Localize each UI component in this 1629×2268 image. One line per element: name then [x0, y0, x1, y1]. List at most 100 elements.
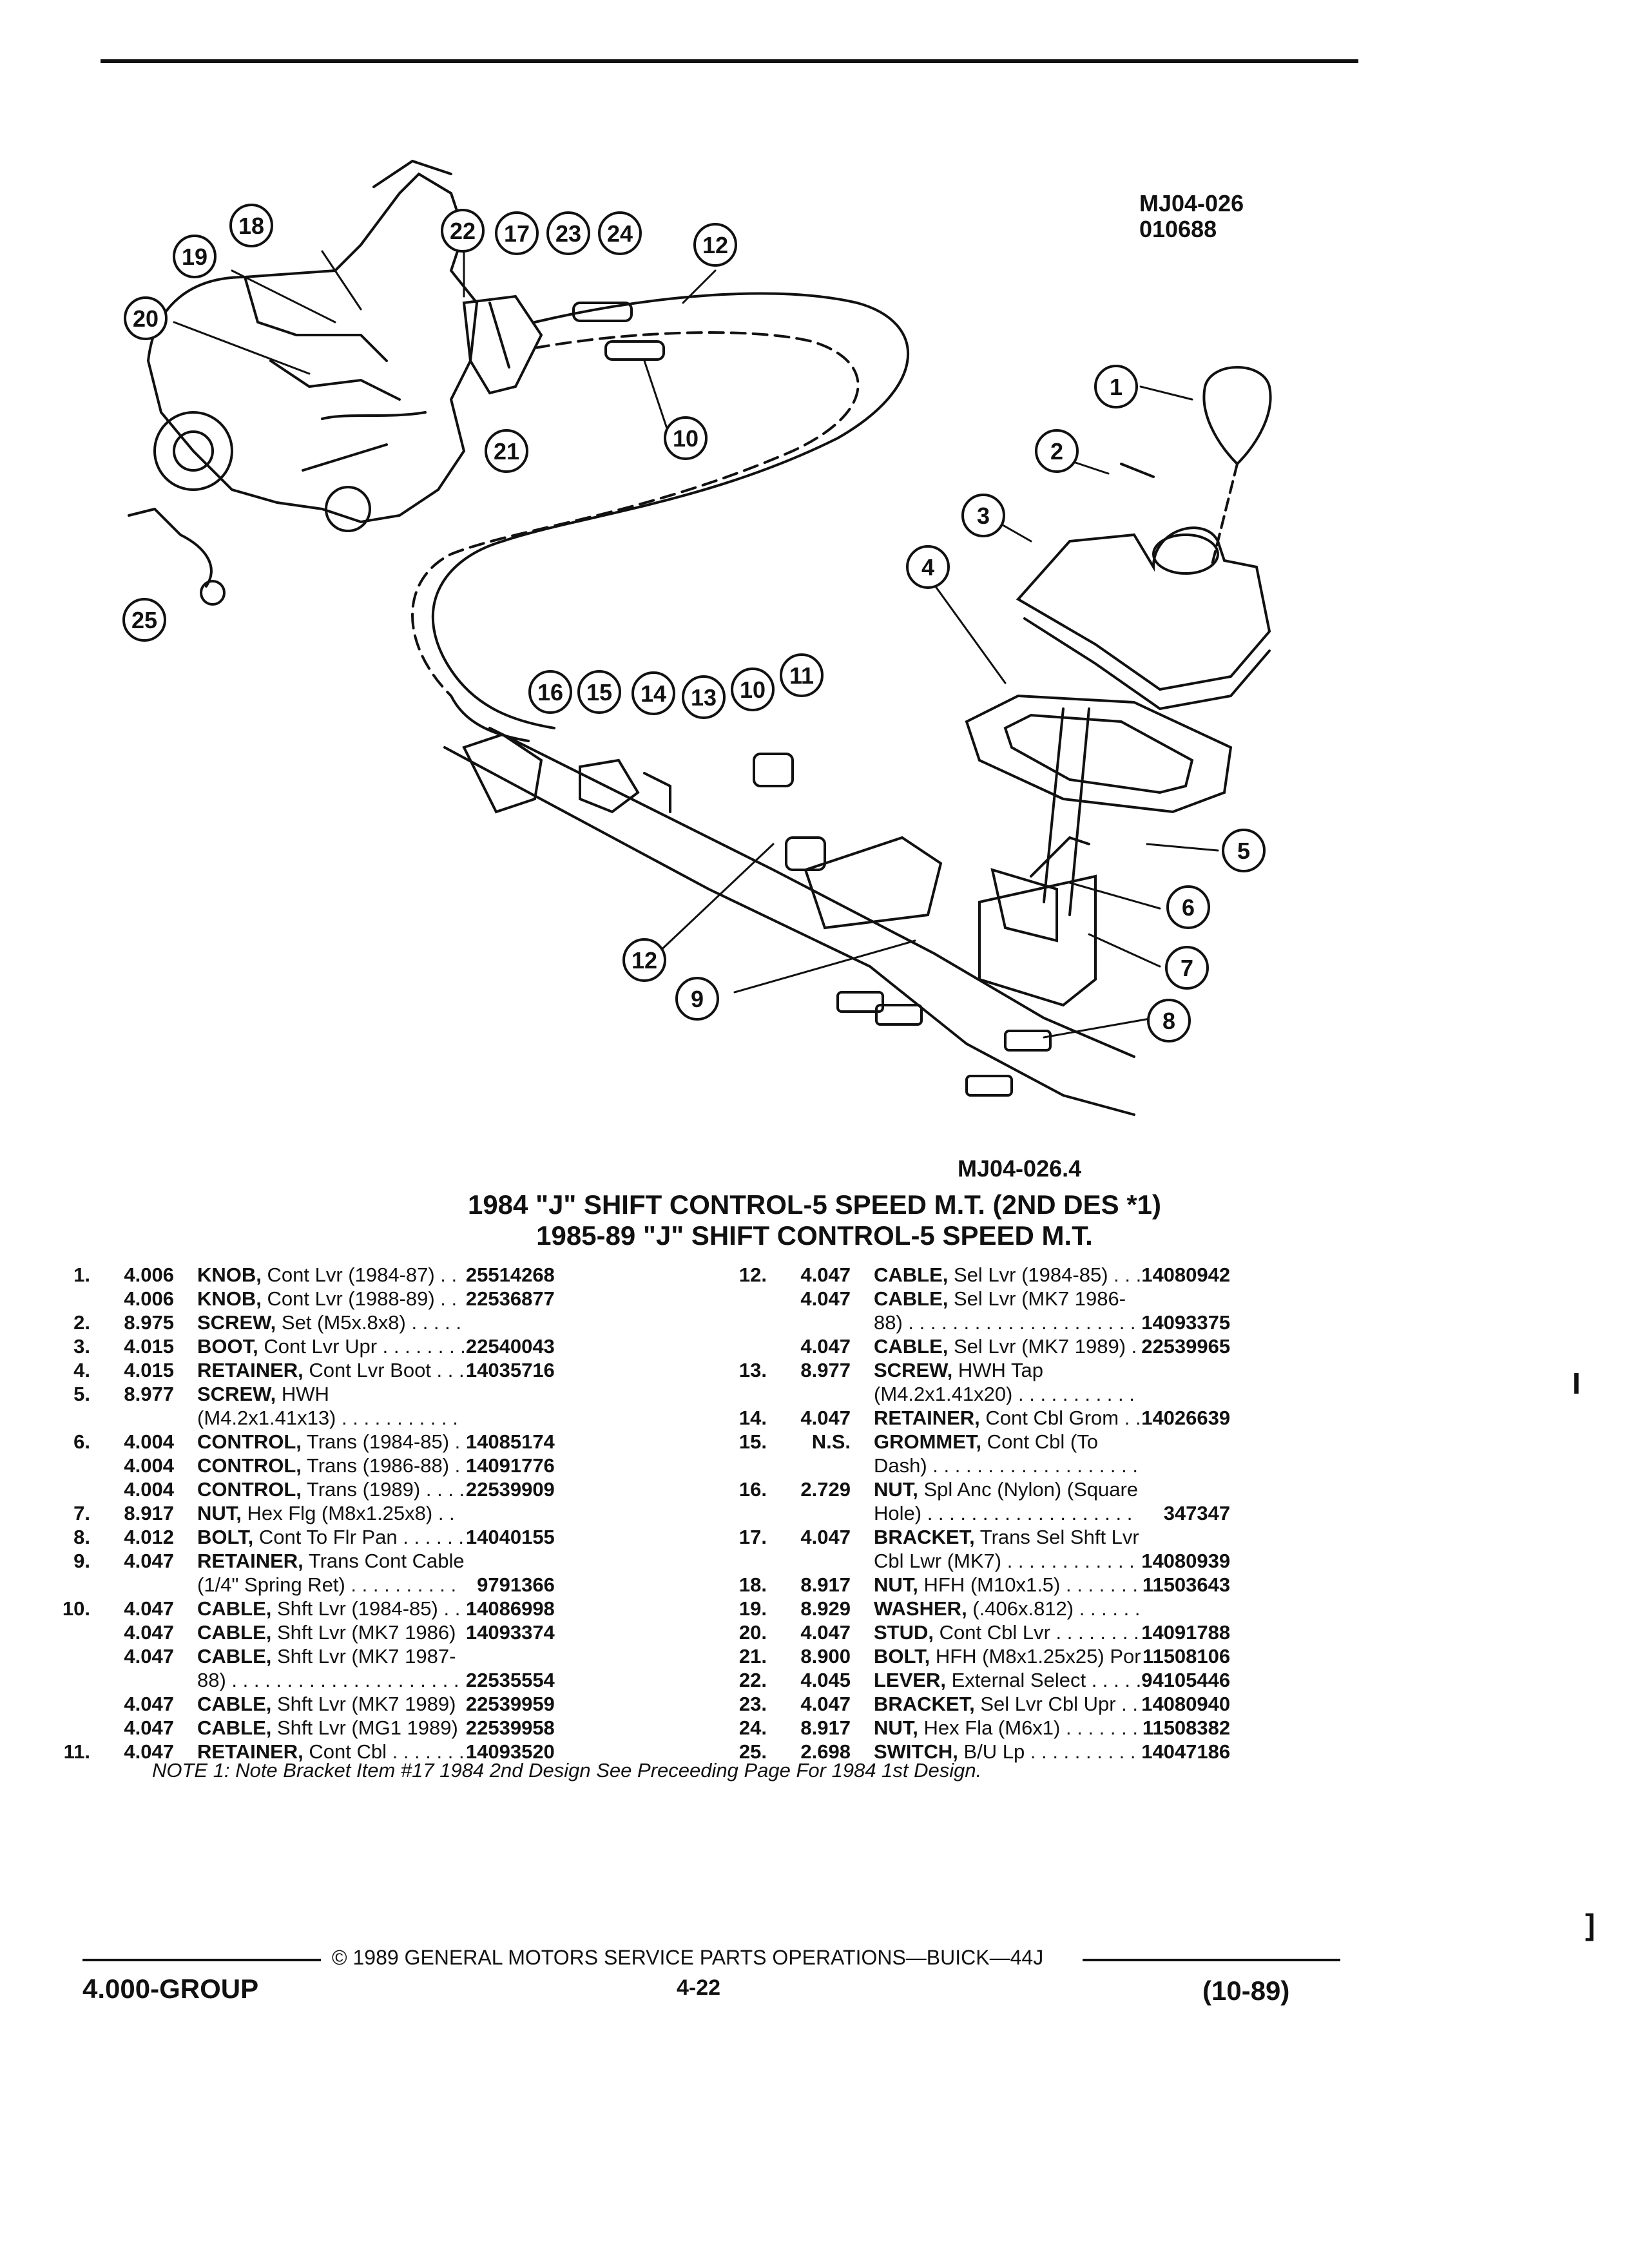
part-description: BRACKET, Sel Lvr Cbl Upr . .: [851, 1692, 1141, 1716]
part-number: 14086998: [465, 1597, 555, 1620]
part-detail: HFH (M10x1.5) . . . . . . .: [918, 1573, 1138, 1596]
callout-16: 16: [528, 670, 572, 714]
part-name: NUT,: [874, 1573, 918, 1596]
part-row: (1/4" Spring Ret) . . . . . . . . . .979…: [39, 1573, 555, 1597]
knob-illustration: [1202, 366, 1272, 568]
part-detail: Cont Cbl . . . . . . .: [303, 1740, 465, 1763]
part-description: BOOT, Cont Lvr Upr . . . . . . . .: [174, 1334, 466, 1358]
part-detail: Spl Anc (Nylon) (Square: [918, 1478, 1139, 1501]
item-number: 25.: [738, 1740, 767, 1763]
part-name: CABLE,: [197, 1716, 272, 1739]
footnote: NOTE 1: Note Bracket Item #17 1984 2nd D…: [152, 1759, 982, 1782]
item-number: [715, 1549, 767, 1573]
part-name: RETAINER,: [874, 1407, 980, 1429]
part-row: Cbl Lwr (MK7) . . . . . . . . . . . .140…: [715, 1549, 1230, 1573]
item-number: 9.: [73, 1550, 90, 1572]
top-rule: [101, 59, 1358, 63]
part-name: RETAINER,: [197, 1740, 304, 1763]
part-description: SCREW, HWH: [174, 1382, 466, 1406]
part-description: SCREW, Set (M5x.8x8) . . . . .: [174, 1311, 466, 1334]
part-number: 14093375: [1141, 1311, 1231, 1334]
part-row: Dash) . . . . . . . . . . . . . . . . . …: [715, 1454, 1230, 1477]
group-number: 4.004: [124, 1478, 174, 1501]
part-description: BOLT, HFH (M8x1.25x25) Por: [851, 1644, 1141, 1668]
group-number: 4.047: [800, 1407, 851, 1429]
callout-6: 6: [1166, 885, 1210, 929]
callout-23: 23: [546, 211, 590, 255]
item-number: [39, 1287, 90, 1311]
part-detail: (.406x.812) . . . . . .: [967, 1597, 1141, 1620]
part-name: SCREW,: [197, 1383, 276, 1405]
item-number: 16.: [738, 1478, 767, 1501]
part-name: STUD,: [874, 1621, 934, 1644]
switch-illustration: [128, 507, 226, 606]
callout-7: 7: [1165, 946, 1209, 990]
item-number: 6.: [73, 1430, 90, 1453]
footer-rule-left: [82, 1959, 321, 1961]
part-name: GROMMET,: [874, 1430, 982, 1453]
svg-text:2: 2: [1050, 438, 1063, 465]
item-number: [39, 1477, 90, 1501]
group-number: 4.047: [800, 1526, 851, 1548]
group-number: [767, 1549, 851, 1573]
item-number: 2.: [73, 1311, 90, 1334]
part-detail: Trans Sel Shft Lvr: [974, 1526, 1139, 1548]
part-name: BOLT,: [197, 1526, 254, 1548]
group-number: 8.975: [124, 1311, 174, 1334]
floor-pan-illustration: [443, 727, 1135, 1116]
item-number: [39, 1692, 90, 1716]
callout-10b: 10: [731, 668, 775, 711]
item-number: 10.: [62, 1597, 90, 1620]
part-row: 15.N.S.GROMMET, Cont Cbl (To: [715, 1430, 1230, 1454]
callout-24: 24: [598, 211, 642, 255]
part-detail: (1/4" Spring Ret) . . . . . . . . . .: [197, 1573, 457, 1596]
group-number: 2.729: [800, 1478, 851, 1501]
part-detail: 88) . . . . . . . . . . . . . . . . . . …: [874, 1311, 1136, 1334]
part-detail: Cont Lvr Boot . . .: [303, 1359, 465, 1381]
part-description: Dash) . . . . . . . . . . . . . . . . . …: [851, 1454, 1141, 1477]
group-number: [767, 1454, 851, 1477]
group-number: 4.047: [800, 1335, 851, 1358]
part-number: 14035716: [465, 1359, 555, 1381]
part-detail: Sel Lvr Cbl Upr . .: [974, 1693, 1138, 1715]
upper-bracket-illustration: [462, 294, 543, 395]
item-number: 14.: [738, 1407, 767, 1429]
part-number: 14091776: [465, 1454, 555, 1477]
item-number: 17.: [738, 1526, 767, 1548]
item-number: [715, 1454, 767, 1477]
group-number: 4.006: [124, 1264, 174, 1286]
svg-text:22: 22: [450, 218, 476, 244]
group-number: 4.015: [124, 1359, 174, 1381]
part-name: RETAINER,: [197, 1550, 304, 1572]
item-number: [715, 1311, 767, 1334]
part-number: [1141, 1358, 1230, 1382]
svg-text:7: 7: [1181, 955, 1193, 981]
svg-text:5: 5: [1237, 838, 1250, 864]
group-number: 4.045: [800, 1669, 851, 1691]
part-detail: Shft Lvr (1984-85) . .: [271, 1597, 461, 1620]
item-number: [715, 1334, 767, 1358]
item-number: [715, 1501, 767, 1525]
item-number: [39, 1573, 90, 1597]
part-number: 22540043: [465, 1335, 555, 1358]
part-detail: Cont Cbl Grom . .: [979, 1407, 1141, 1429]
part-detail: Shft Lvr (MG1 1989): [271, 1716, 458, 1739]
part-detail: Trans (1984-85) .: [301, 1430, 461, 1453]
item-number: 20.: [738, 1621, 767, 1644]
part-description: SCREW, HWH Tap: [851, 1358, 1141, 1382]
part-number: 14080939: [1141, 1550, 1231, 1572]
callout-4: 4: [906, 545, 950, 589]
footer-copyright: © 1989 GENERAL MOTORS SERVICE PARTS OPER…: [332, 1946, 1044, 1969]
part-description: CONTROL, Trans (1984-85) .: [174, 1430, 466, 1454]
